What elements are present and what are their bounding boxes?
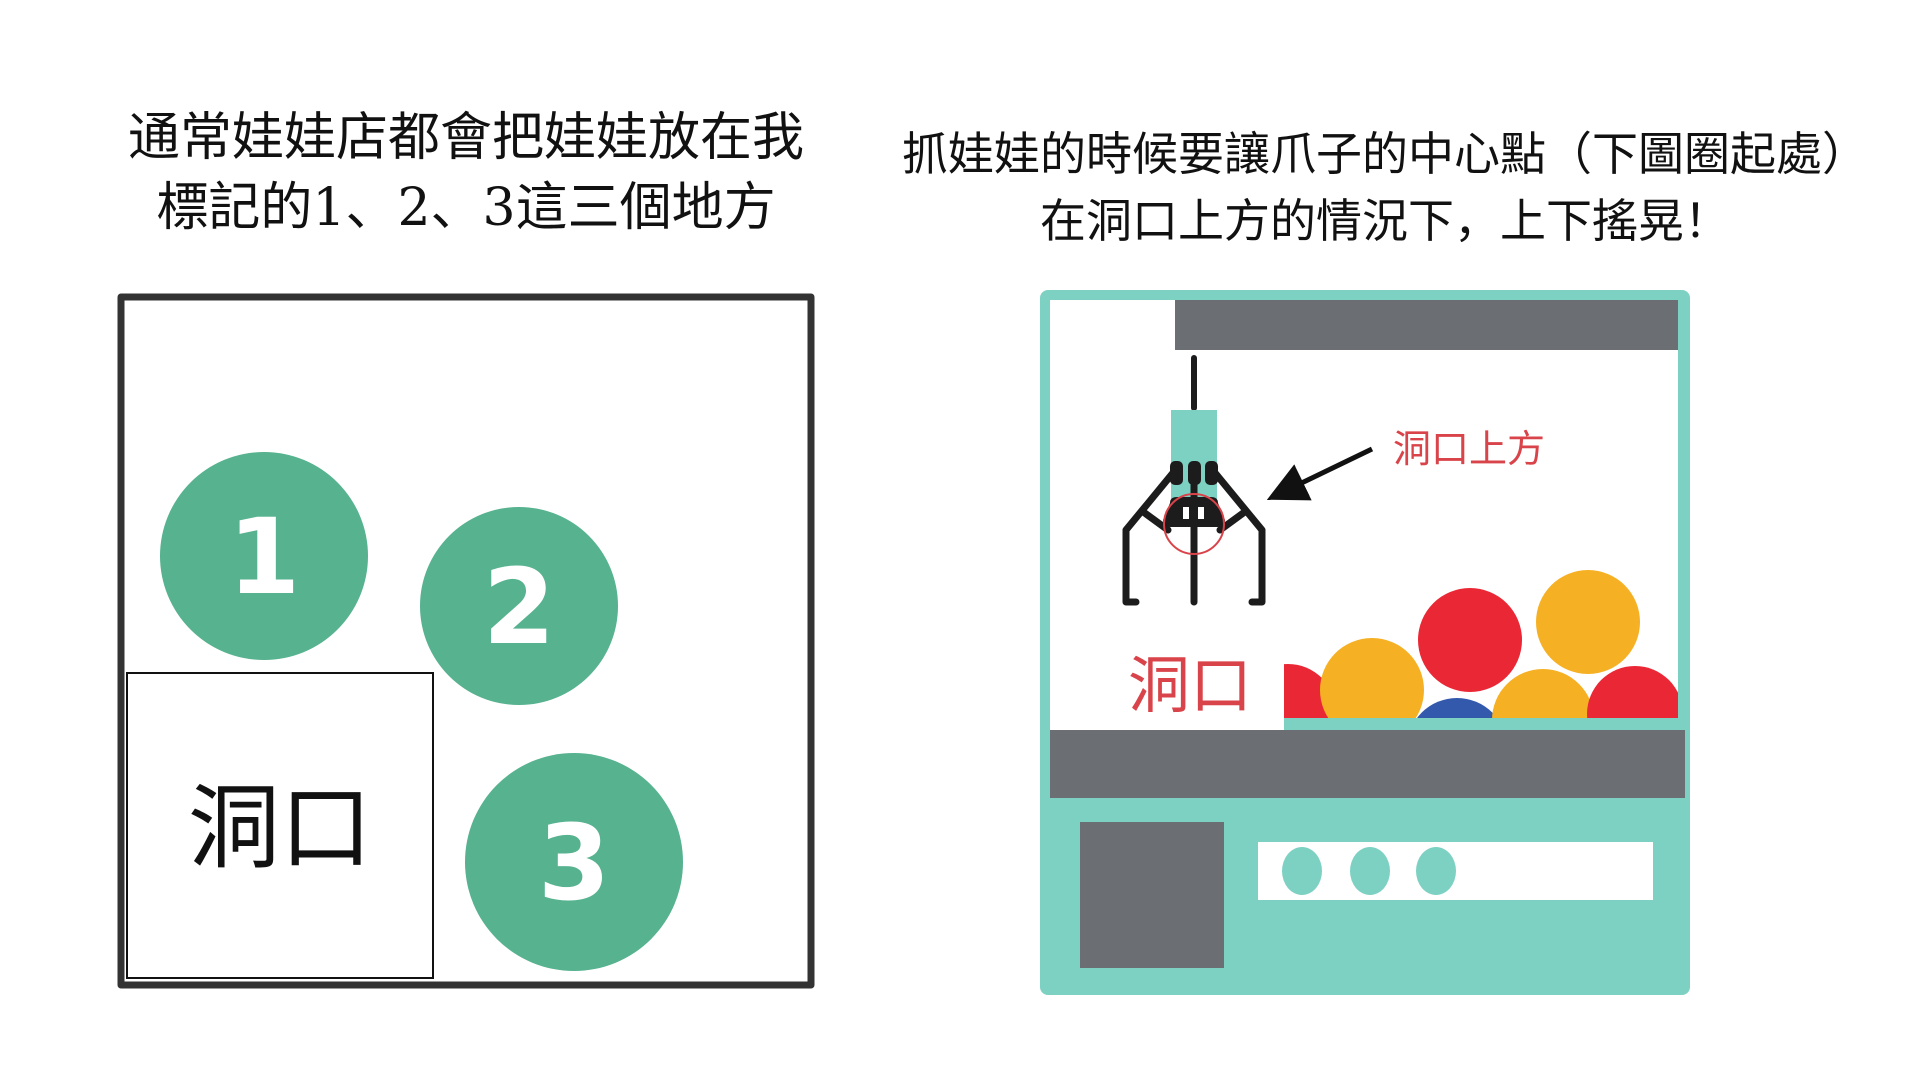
annotation-label: 洞口上方 bbox=[1393, 427, 1545, 471]
marker-2-label: 2 bbox=[483, 546, 555, 668]
marker-3-label: 3 bbox=[538, 802, 610, 924]
hole-area bbox=[1050, 640, 1284, 730]
claw-center-highlight bbox=[1163, 493, 1225, 555]
marker-1: 1 bbox=[160, 452, 368, 660]
marker-2: 2 bbox=[420, 507, 618, 705]
prize-pile bbox=[1284, 570, 1678, 728]
right-title-line-1: 抓娃娃的時候要讓爪子的中心點（下圖圈起處） bbox=[902, 127, 1868, 181]
left-title-line-2: 標記的1、2、3這三個地方 bbox=[156, 178, 776, 238]
claw-machine: 洞口 bbox=[1040, 290, 1690, 995]
ball-yellow bbox=[1492, 669, 1594, 728]
control-button-2 bbox=[1350, 847, 1390, 895]
control-button-3 bbox=[1416, 847, 1456, 895]
prize-door bbox=[1080, 822, 1224, 968]
marker-3: 3 bbox=[465, 753, 683, 971]
left-title: 通常娃娃店都會把娃娃放在我 標記的1、2、3這三個地方 bbox=[96, 112, 836, 252]
prize-floor bbox=[1284, 718, 1678, 730]
control-button-1 bbox=[1282, 847, 1322, 895]
left-diagram: 洞口 1 2 3 bbox=[117, 293, 815, 989]
annotation-arrow bbox=[1266, 446, 1374, 501]
claw-hub bbox=[1163, 497, 1225, 527]
ball-yellow bbox=[1320, 638, 1424, 728]
ball-yellow bbox=[1536, 570, 1640, 674]
hole-box bbox=[126, 672, 434, 979]
shop-floor-box bbox=[117, 293, 815, 989]
front-ledge bbox=[1050, 730, 1685, 798]
right-title-line-2: 在洞口上方的情況下，上下搖晃！ bbox=[1040, 194, 1730, 248]
left-title-line-1: 通常娃娃店都會把娃娃放在我 bbox=[127, 108, 804, 168]
ball-red bbox=[1587, 666, 1678, 728]
claw-arm-right bbox=[1207, 464, 1266, 606]
claw-arm-left bbox=[1122, 464, 1181, 606]
hole-label: 洞口 bbox=[188, 775, 372, 882]
machine-hole-label: 洞口 bbox=[1128, 649, 1252, 722]
marker-1-label: 1 bbox=[228, 496, 300, 618]
top-rail bbox=[1175, 300, 1678, 350]
ball-red bbox=[1418, 588, 1522, 692]
right-title: 抓娃娃的時候要讓爪子的中心點（下圖圈起處） 在洞口上方的情況下，上下搖晃！ bbox=[880, 131, 1890, 265]
claw bbox=[1122, 355, 1266, 606]
